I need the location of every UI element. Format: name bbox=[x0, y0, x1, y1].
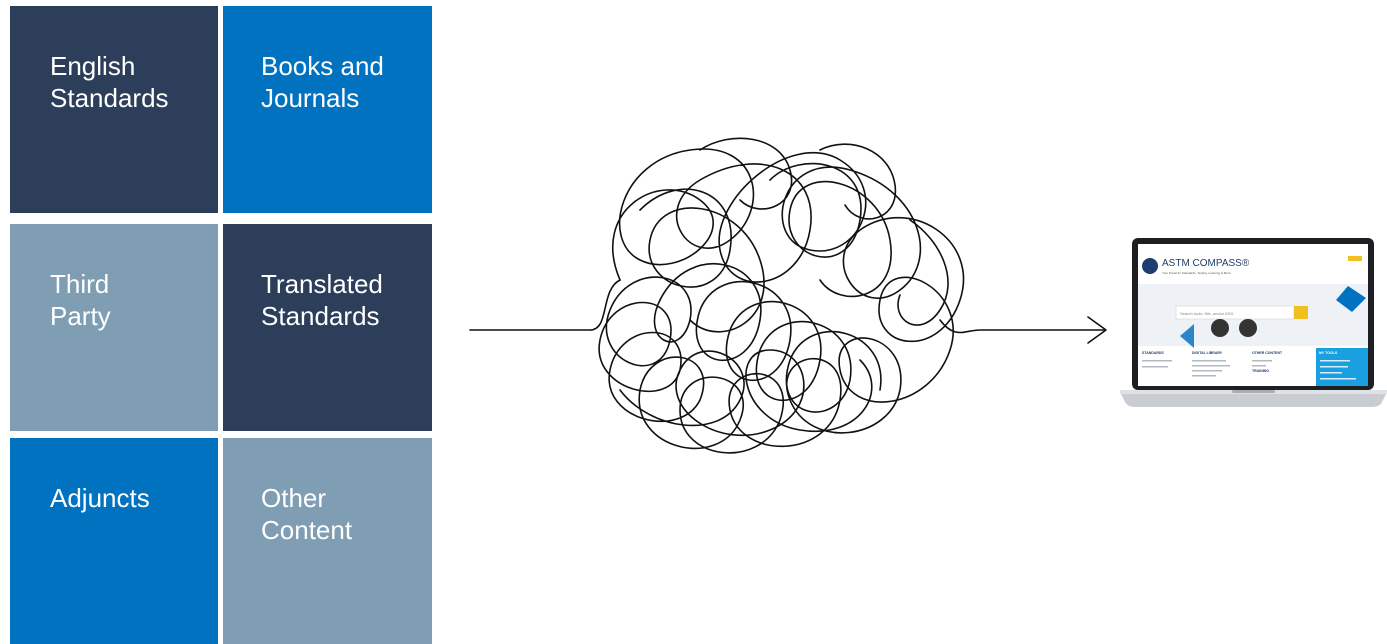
tile-label: Third Party bbox=[50, 269, 111, 331]
laptop-col-my-tools: MY TOOLS bbox=[1319, 351, 1338, 355]
laptop-search-input: Search tools, title, and/or ASD bbox=[1180, 311, 1233, 316]
tile-label: Translated Standards bbox=[261, 269, 383, 331]
laptop-training-label: TRAINING bbox=[1252, 369, 1269, 373]
tile-english-standards[interactable]: English Standards bbox=[10, 6, 218, 213]
tile-other-content[interactable]: Other Content bbox=[223, 438, 432, 644]
tile-adjuncts[interactable]: Adjuncts bbox=[10, 438, 218, 644]
tile-label: Other Content bbox=[261, 483, 353, 545]
tile-label: Adjuncts bbox=[50, 483, 150, 513]
laptop-brand: ASTM COMPASS® bbox=[1162, 258, 1250, 269]
tile-label: Books and Journals bbox=[261, 51, 384, 113]
laptop-col-digital-library: DIGITAL LIBRARY bbox=[1192, 351, 1223, 355]
laptop-tagline: Your Portal for Standards, Testing, Lear… bbox=[1162, 271, 1231, 275]
tangled-line-icon bbox=[469, 137, 1107, 454]
laptop-col-standards: STANDARDS bbox=[1142, 351, 1164, 355]
tile-third-party[interactable]: Third Party bbox=[10, 224, 218, 431]
laptop-col-other-content: OTHER CONTENT bbox=[1252, 351, 1283, 355]
tile-books-and-journals[interactable]: Books and Journals bbox=[223, 6, 432, 213]
laptop-icon: ASTM COMPASS® Your Portal for Standards,… bbox=[1120, 238, 1387, 407]
tile-translated-standards[interactable]: Translated Standards bbox=[223, 224, 432, 431]
tile-label: English Standards bbox=[50, 51, 169, 113]
